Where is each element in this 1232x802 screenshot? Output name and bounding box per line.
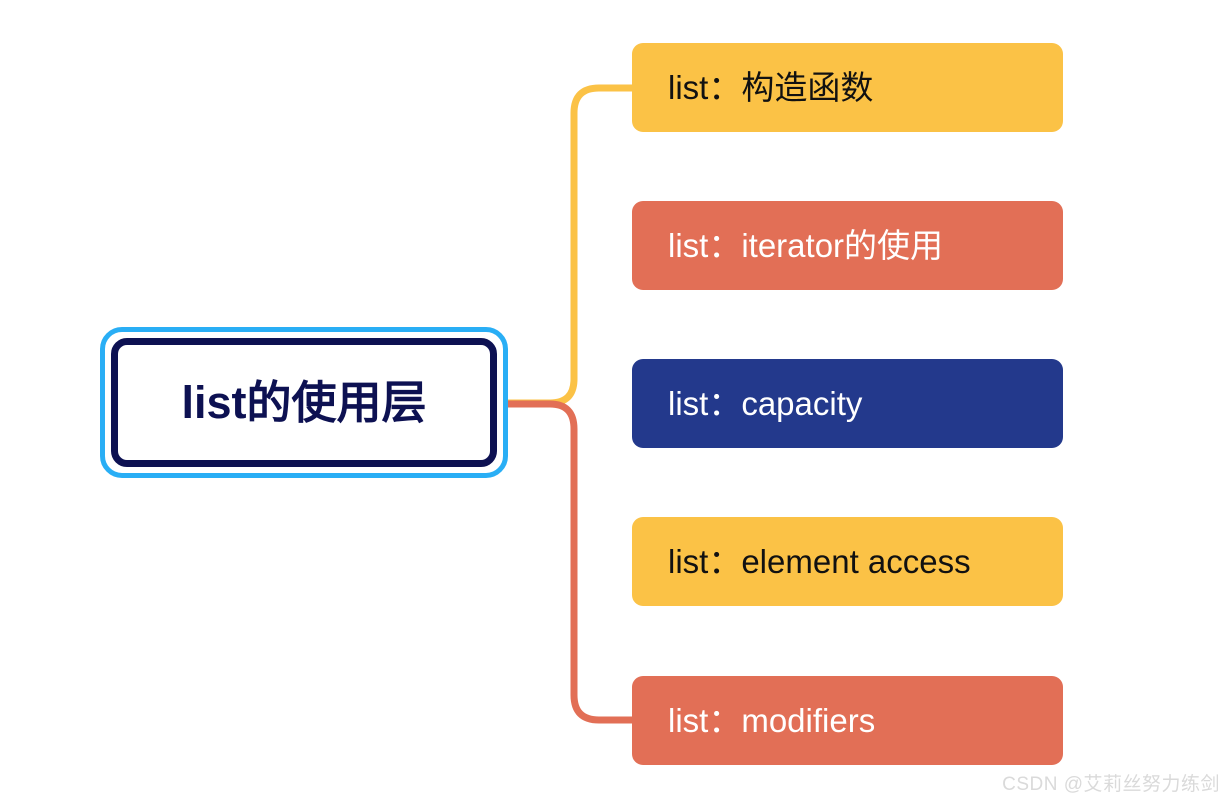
branch-card-iterator[interactable]: list：iterator的使用	[632, 201, 1063, 290]
lower-branch-connector	[504, 400, 636, 724]
branch-card-label: list：capacity	[668, 385, 863, 422]
root-node-label: list的使用层	[181, 377, 427, 428]
branch-card-element-access[interactable]: list：element access	[632, 517, 1063, 606]
root-node-inner-border: list的使用层	[111, 338, 497, 467]
branch-card-label: list：modifiers	[668, 702, 876, 739]
root-node[interactable]: list的使用层	[100, 327, 508, 478]
branch-card-label: list：构造函数	[668, 69, 874, 106]
branch-card-capacity[interactable]: list：capacity	[632, 359, 1063, 448]
branch-card-label: list：element access	[668, 543, 971, 580]
branch-card-label: list：iterator的使用	[668, 227, 944, 264]
branch-card-modifiers[interactable]: list：modifiers	[632, 676, 1063, 765]
upper-branch-connector	[504, 84, 636, 407]
branch-card-constructors[interactable]: list：构造函数	[632, 43, 1063, 132]
csdn-watermark: CSDN @艾莉丝努力练剑	[1002, 774, 1220, 795]
